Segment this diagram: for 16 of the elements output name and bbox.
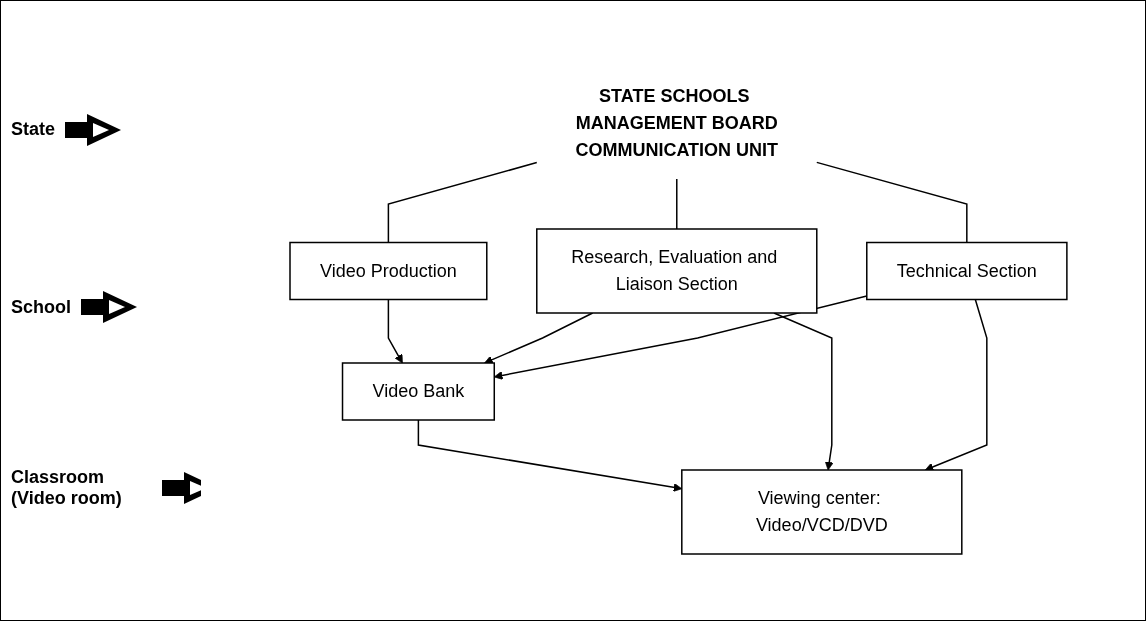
node-box: Video Production [288, 241, 488, 300]
arrow [483, 311, 593, 364]
level-label: School [11, 297, 71, 318]
connector [675, 177, 678, 230]
arrow [924, 298, 988, 471]
connector [815, 161, 968, 243]
level-label: State [11, 119, 55, 141]
level-label: Classroom (Video room) [11, 467, 123, 510]
connector [387, 161, 538, 243]
node-box: Viewing center: Video/VCD/DVD [680, 468, 963, 555]
node-text: STATE SCHOOLS MANAGEMENT BOARD COMMUNICATION UNIT [575, 85, 778, 160]
node-box: Technical Section [865, 241, 1068, 300]
node-box: Research, Evaluation and Liaison Section [535, 227, 818, 314]
arrow [387, 298, 403, 363]
arrow [417, 418, 682, 492]
node-box: Video Bank [341, 361, 495, 421]
